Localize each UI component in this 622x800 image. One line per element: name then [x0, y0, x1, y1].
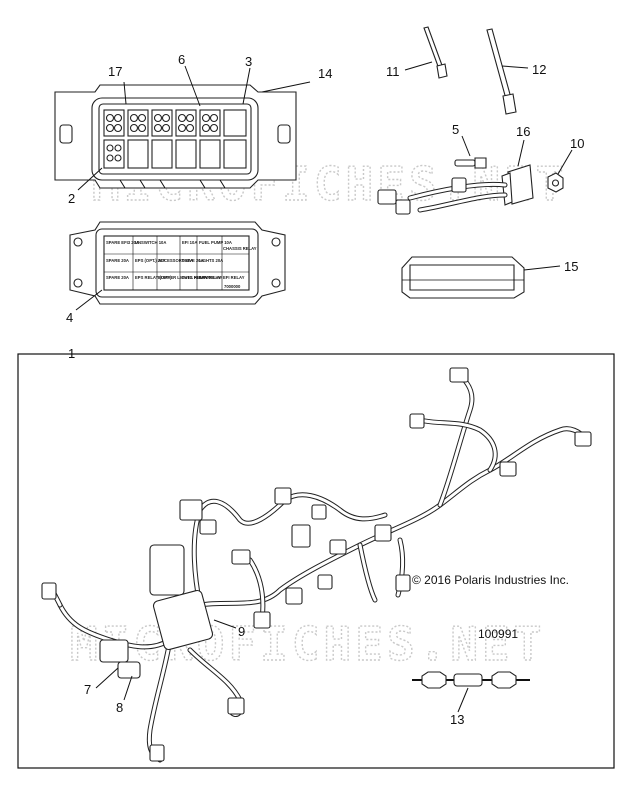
harness-frame [17, 353, 615, 769]
callout-3: 3 [245, 54, 252, 69]
diagram-part-number: 100991 [478, 627, 518, 641]
relay-cover-15 [401, 256, 525, 299]
main-wiring-harness [47, 372, 588, 763]
callouts: 17 6 3 14 2 4 11 12 5 16 10 15 1 7 8 9 1… [66, 52, 584, 727]
fuse-label-spare-efi3: SPARE EFI3 20A [106, 240, 139, 245]
fuse-label-drive: DRIVE 20A [182, 258, 204, 263]
fuse-label-corner-code: 7000000 [224, 284, 241, 289]
callout-10: 10 [570, 136, 584, 151]
fuse-label-efi-relay: EFI RELAY [223, 275, 245, 280]
callout-13: 13 [450, 712, 464, 727]
callout-9: 9 [238, 624, 245, 639]
fuse-box-cover: SPARE EFI3 20A UNSWITCH 10A EFI 10A FUEL… [69, 221, 286, 305]
fuse-label-eps-relay: EPS RELAY (OPT.) [135, 275, 172, 280]
callout-17: 17 [108, 64, 122, 79]
fuse-box-housing [54, 84, 297, 189]
fuse-label-fan-relay: FAN RELAY [199, 275, 223, 280]
callout-15: 15 [564, 259, 578, 274]
fuse-label-fuel-pump: FUEL PUMP 10A [199, 240, 232, 245]
fuse-label-eps: EPS (OPT.) 30A [135, 258, 165, 263]
callout-7: 7 [84, 682, 91, 697]
callout-12: 12 [532, 62, 546, 77]
callout-1: 1 [68, 346, 75, 361]
fuse-label-lights: LIGHTS 20A [199, 258, 223, 263]
fuse-label-efi: EFI 10A [182, 240, 197, 245]
watermark-bottom: MICROFICHES.NET [70, 617, 545, 671]
cable-tie-12 [486, 28, 517, 115]
fuse-label-row-3: SPARE 20A EPS RELAY (OPT.) BUMPER LIGHTS… [106, 275, 245, 289]
fuse-label-row-2: SPARE 20A EPS (OPT.) 30A ACCESSORY 20A D… [106, 258, 223, 263]
fuse-label-spare-20a-2: SPARE 20A [106, 275, 129, 280]
fuse-label-accessory: ACCESSORY 20A [158, 258, 193, 263]
cable-tie-11 [423, 26, 448, 79]
harness-connectors [41, 367, 592, 762]
fuse-label-spare-20a-1: SPARE 20A [106, 258, 129, 263]
connector-assembly-16 [377, 164, 534, 215]
leader-lines [75, 61, 573, 713]
callout-6: 6 [178, 52, 185, 67]
callout-11: 11 [386, 64, 400, 79]
callout-5: 5 [452, 122, 459, 137]
callout-16: 16 [516, 124, 530, 139]
callout-2: 2 [68, 191, 75, 206]
screw-5 [454, 157, 487, 169]
fuse-label-fuel-pump-relay: FUEL PUMP RELAY [182, 275, 221, 280]
callout-4: 4 [66, 310, 73, 325]
fuse-label-chassis-relay: CHASSIS RELAY [223, 246, 257, 251]
nut-10 [547, 172, 564, 193]
fuse-label-bumper-lights-relay: BUMPER LIGHTS RELAY [158, 275, 208, 280]
copyright-notice: © 2016 Polaris Industries Inc. [412, 573, 569, 587]
inline-fuse-13 [412, 671, 530, 689]
fuse-slots [103, 109, 247, 169]
fuse-label-unswitch: UNSWITCH 10A [135, 240, 166, 245]
callout-14: 14 [318, 66, 332, 81]
fuse-label-row-1: SPARE EFI3 20A UNSWITCH 10A EFI 10A FUEL… [106, 240, 257, 251]
callout-8: 8 [116, 700, 123, 715]
